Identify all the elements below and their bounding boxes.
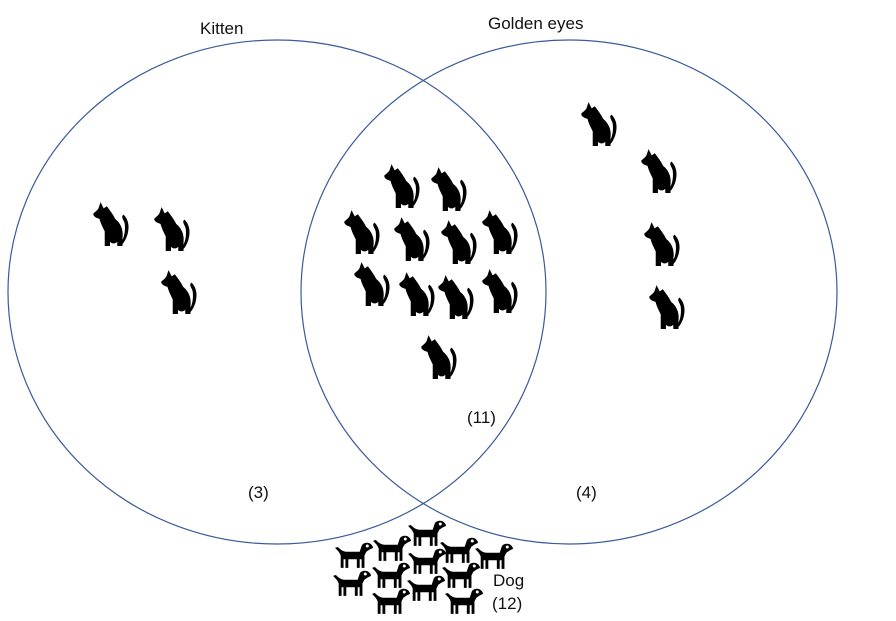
cat-icon [581,102,617,146]
golden-eyes-label: Golden eyes [488,14,583,33]
dog-icon [408,520,446,546]
kitten-circle [7,39,547,545]
dog-label: Dog [493,571,524,590]
cat-icon [93,202,129,246]
cat-icon [482,269,518,313]
cat-icon [441,220,477,264]
cat-icon [438,275,474,319]
dog-icon [408,548,446,574]
cat-icon [354,262,390,306]
cat-icon [482,210,518,254]
cat-icon [394,217,430,261]
cat-icon [399,272,435,316]
cat-icon [161,270,197,314]
cat-icon [154,207,190,251]
dog-icon [373,535,411,561]
intersection-count: (11) [467,408,496,427]
cat-icon [649,285,685,329]
dog-icon [440,537,478,563]
cat-icon [431,167,467,211]
dog-icon [335,542,373,568]
dog-icon [372,588,410,614]
cat-icon [644,222,680,266]
cat-icon [344,210,380,254]
dog-icon [372,562,410,588]
kitten-only-count: (3) [248,483,269,502]
dog-icon [333,570,371,596]
golden-eyes-only-count: (4) [576,483,597,502]
dog-icon [407,575,445,601]
cat-icon [384,164,420,208]
golden-eyes-circle [300,39,838,545]
cat-icon [421,335,457,379]
dog-icon [445,588,483,614]
dog-count: (12) [492,594,522,613]
dog-icon [442,562,480,588]
cat-icon [641,149,677,193]
kitten-label: Kitten [200,19,243,38]
dog-icon [475,543,513,569]
